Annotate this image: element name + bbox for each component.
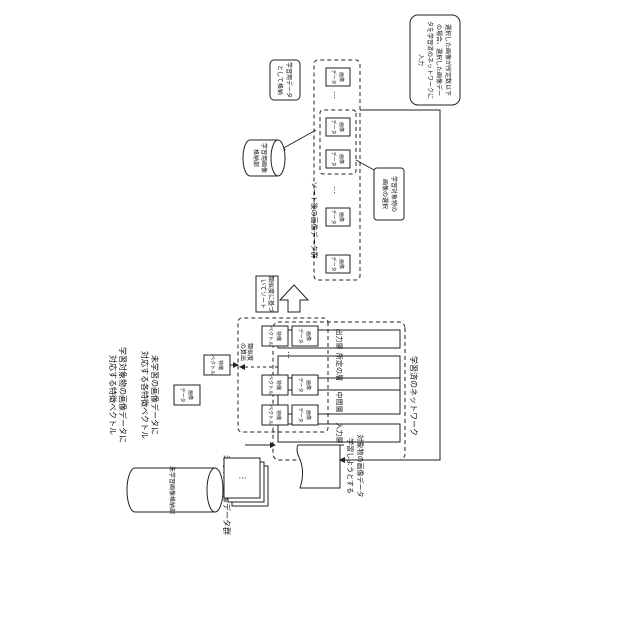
vectors-ellipsis: … <box>286 351 295 359</box>
sorted-item-4-l1: 画像 <box>338 122 345 132</box>
vector-3-l2: ベクトル <box>267 326 273 346</box>
selection-callout-line2: 画像の選択 <box>381 179 389 209</box>
sorted-ellipsis-2: … <box>332 91 341 99</box>
selection-callout <box>374 168 404 220</box>
store-callout-line2: として格納 <box>276 65 284 95</box>
similarity-calc-line1: 類似度 <box>246 343 254 361</box>
sort-callout-line2: いてソート <box>259 279 266 309</box>
sorted-group: ソート後の画像データ群 画像 データ 画像 データ … 画像 データ 画像 デー… <box>310 60 360 280</box>
feature-vectors-line1: 未学習の画像データに <box>150 355 160 435</box>
vector-image-1-l2: データ <box>297 407 304 422</box>
sort-arrow: 類似度に基づ いてソート <box>256 276 308 312</box>
target-image: 学習しようとする 対象物の画像データ <box>297 435 365 498</box>
sorted-item-5 <box>326 68 350 86</box>
target-image-small <box>174 385 200 405</box>
vector-image-3 <box>292 326 318 346</box>
selection-callout-group: 学習対象物の 画像の選択 <box>356 160 404 220</box>
middle-layer-label: 中間層 <box>335 392 344 413</box>
sorted-item-3 <box>326 150 350 168</box>
learning-storage-line2: 格納部 <box>252 149 260 167</box>
sorted-item-2 <box>326 208 350 226</box>
unlearned-sheet-dots: ⋮ <box>238 474 247 482</box>
sorted-item-3-l2: データ <box>330 151 337 166</box>
similarity-calc-line2: の算出 <box>239 343 247 361</box>
rotated-diagram: 学習済のネットワーク 出力層 所定の層 中間層 入力層 未学習画像格納部 未学習… <box>108 15 460 535</box>
sort-big-arrow <box>280 285 308 312</box>
target-image-small-l2: データ <box>179 387 186 402</box>
input-layer-label: 入力層 <box>335 423 344 444</box>
target-image-sheet <box>297 445 340 488</box>
target-vector-line1: 学習対象物の画像データに <box>118 347 128 443</box>
vector-image-2 <box>292 375 318 395</box>
sorted-item-1-l1: 画像 <box>338 259 345 269</box>
storage-cylinder-top <box>207 468 223 512</box>
vector-image-2-l1: 画像 <box>305 380 312 390</box>
vector-1-l1: 特徴 <box>275 410 282 420</box>
unlearned-storage: 未学習画像格納部 未学習の画像データ群 ⋮ <box>127 455 268 535</box>
sorted-item-1-l2: データ <box>330 256 337 271</box>
sorted-item-4-l2: データ <box>330 119 337 134</box>
sorted-ellipsis-1: … <box>332 186 341 194</box>
target-vector-l1: 特徴 <box>217 360 224 370</box>
target-vector-line2: 対応する特徴ベクトル <box>108 355 118 435</box>
vector-image-3-l2: データ <box>297 328 304 343</box>
learning-storage-line1: 学習用画像 <box>260 143 268 173</box>
learning-storage: 学習用画像 格納部 学習用データ として格納 <box>243 60 316 176</box>
sorted-item-2-l1: 画像 <box>338 212 345 222</box>
learning-cylinder-top <box>271 140 285 176</box>
network-title: 学習済のネットワーク <box>409 356 419 436</box>
vector-image-2-l2: データ <box>297 377 304 392</box>
feedback-line2: の場合、選択した画像デー <box>435 24 443 96</box>
store-callout-line1: 学習用データ <box>285 62 293 98</box>
vector-2 <box>262 375 288 395</box>
vector-2-l2: ベクトル <box>267 375 273 395</box>
vector-3 <box>262 326 288 346</box>
target-vector-box <box>204 355 230 375</box>
feedback-line4: 入力 <box>417 54 425 66</box>
feedback-line1: 選択した画像が所定数以下 <box>444 24 452 96</box>
sorted-item-5-l1: 画像 <box>338 72 345 82</box>
specific-layer-label: 所定の層 <box>335 353 344 381</box>
sorted-group-label: ソート後の画像データ群 <box>310 182 319 259</box>
sort-callout-line1: 類似度に基づ <box>267 276 275 312</box>
vector-3-l1: 特徴 <box>275 331 282 341</box>
target-vector-l2: ベクトル <box>209 355 215 375</box>
selection-callout-pointer <box>356 160 374 170</box>
vector-1 <box>262 405 288 425</box>
target-image-line1: 学習しようとする <box>346 438 355 494</box>
store-callout <box>270 60 300 100</box>
sorted-item-4 <box>326 118 350 136</box>
sorted-item-5-l2: データ <box>330 69 337 84</box>
vector-2-l1: 特徴 <box>275 380 282 390</box>
vector-image-1-l1: 画像 <box>305 410 312 420</box>
vector-image-1 <box>292 405 318 425</box>
output-layer-label: 出力層 <box>335 329 344 350</box>
sorted-item-1 <box>326 255 350 273</box>
target-image-small-l1: 画像 <box>187 390 194 400</box>
to-learning-storage-arrow <box>280 130 316 150</box>
feedback-line3: タを学習済のネットワークに <box>426 21 434 99</box>
unlearned-storage-label: 未学習画像格納部 <box>168 466 176 514</box>
sorted-item-3-l1: 画像 <box>338 154 345 164</box>
sorted-item-2-l2: データ <box>330 209 337 224</box>
feature-vectors: 画像 データ 特徴 ベクトル 画像 データ 特徴 ベクトル … 画像 データ 特… <box>174 318 328 432</box>
vector-1-l2: ベクトル <box>267 405 273 425</box>
feature-vectors-line2: 対応する各特徴ベクトル <box>140 351 150 439</box>
selection-callout-line1: 学習対象物の <box>390 176 398 212</box>
target-image-line2: 対象物の画像データ <box>356 435 365 498</box>
vector-image-3-l1: 画像 <box>305 331 312 341</box>
